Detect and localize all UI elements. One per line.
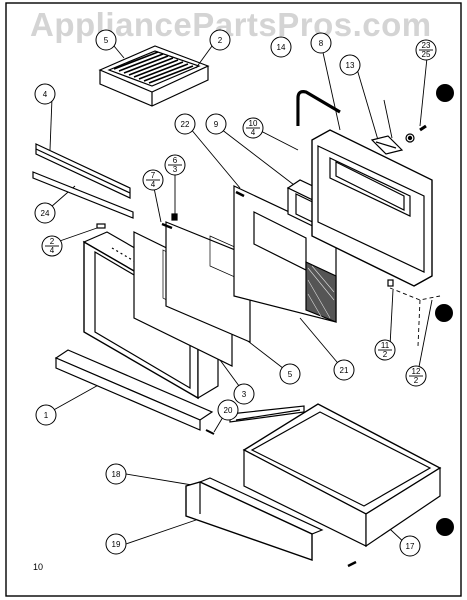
- callout-number: 4: [43, 90, 48, 99]
- trim-rail: [32, 171, 134, 219]
- callout-circle: [95, 29, 117, 51]
- kick-plate: [54, 349, 214, 431]
- registration-dot: [436, 518, 454, 536]
- callout-number: 5: [288, 370, 293, 379]
- callout-number: 4: [50, 246, 55, 255]
- callout-number: 2: [383, 350, 388, 359]
- oven-door-panel: [311, 129, 433, 287]
- callout-number: 20: [224, 406, 233, 415]
- dashed-leaders: [389, 287, 441, 347]
- callout-number: 13: [346, 61, 355, 70]
- callout-number: 2: [50, 237, 55, 246]
- callout-number: 1: [44, 411, 49, 420]
- registration-dot: [435, 304, 453, 322]
- callout-circle: [333, 359, 355, 381]
- registration-dot: [436, 84, 454, 102]
- callout-circle: [270, 36, 292, 58]
- callout-circle: [105, 533, 127, 555]
- callout-number: 24: [41, 209, 50, 218]
- callout-number: 19: [112, 540, 121, 549]
- hinge-bracket: [370, 135, 404, 155]
- callout-number: 7: [151, 171, 156, 180]
- insulation-panel: [233, 185, 337, 323]
- callout-circle: [339, 54, 361, 76]
- callout-number: 3: [242, 390, 247, 399]
- callout-number: 25: [422, 50, 431, 59]
- callout-number: 21: [340, 366, 349, 375]
- broiler-pan: [98, 45, 210, 107]
- callout-number: 2: [414, 376, 419, 385]
- callout-number: 4: [251, 128, 256, 137]
- callout-circle: [174, 113, 196, 135]
- callout-number: 2: [218, 36, 223, 45]
- door-clip: [96, 223, 106, 229]
- callout-number: 18: [112, 470, 121, 479]
- callout-circle: [35, 404, 57, 426]
- callout-number: 4: [151, 180, 156, 189]
- callout-number: 3: [173, 165, 178, 174]
- callout-number: 23: [422, 41, 431, 50]
- callout-number: 14: [277, 43, 286, 52]
- door-trim-strip: [35, 143, 131, 199]
- callout-circle: [217, 399, 239, 421]
- callout-circle: [310, 32, 332, 54]
- callout-circle: [279, 363, 301, 385]
- callout-circle: [205, 113, 227, 135]
- page-border: [5, 2, 462, 597]
- callout-circle: [399, 535, 421, 557]
- callout-circle: [34, 202, 56, 224]
- drawer-front: [185, 477, 324, 561]
- callout-circle: [233, 383, 255, 405]
- callout-number: 11: [381, 341, 390, 350]
- door-handle: [296, 90, 341, 126]
- callout-number: 22: [181, 120, 190, 129]
- callout-number: 10: [249, 119, 258, 128]
- callout-circle: [34, 83, 56, 105]
- callout-number: 17: [406, 542, 415, 551]
- footer-code: 10: [33, 562, 44, 572]
- callout-number: 12: [412, 367, 421, 376]
- callout-circle: [105, 463, 127, 485]
- storage-drawer: [242, 403, 442, 548]
- callout-circle: [209, 29, 231, 51]
- callout-number: 8: [319, 39, 324, 48]
- callout-number: 5: [104, 36, 109, 45]
- callout-number: 9: [214, 120, 219, 129]
- callout-number: 6: [173, 156, 178, 165]
